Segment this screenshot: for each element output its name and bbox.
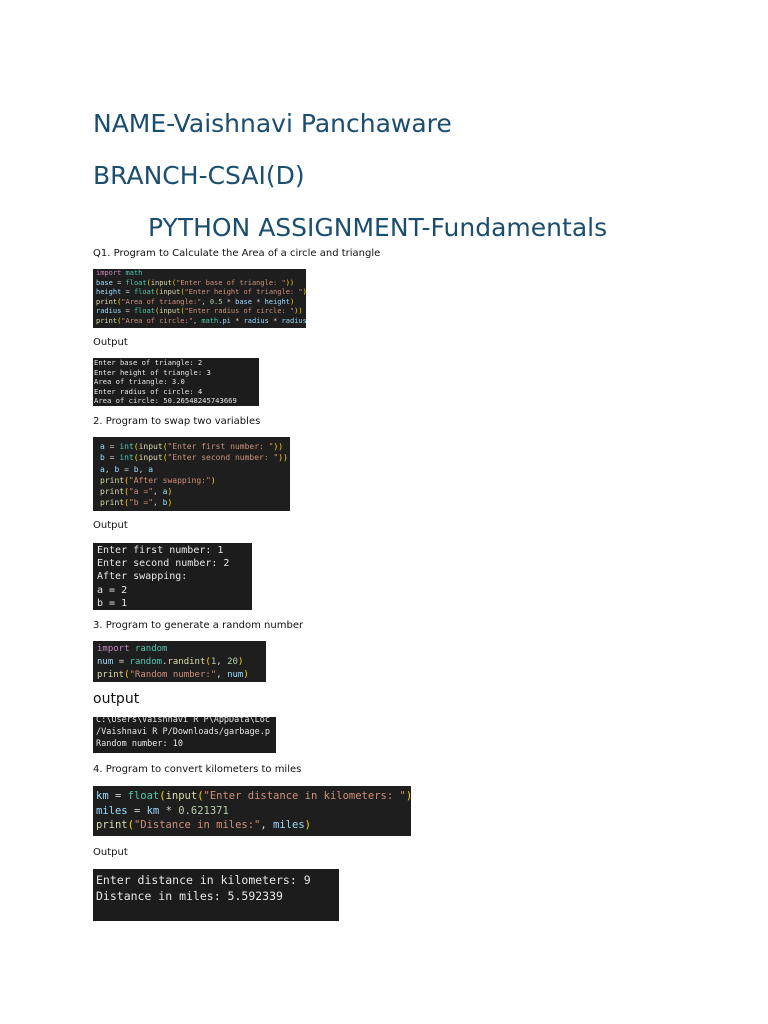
terminal-line: Enter base of triangle: 2 xyxy=(94,358,203,367)
q3-output-label: output xyxy=(93,691,140,707)
terminal-line: Enter second number: 2 xyxy=(97,558,230,570)
terminal-line: Area of triangle: 3.0 xyxy=(94,377,185,387)
q2-heading: 2. Program to swap two variables xyxy=(93,416,261,427)
q3-code-block: import random num = random.randint(1, 20… xyxy=(93,641,266,682)
terminal-line: Enter radius of circle: 4 xyxy=(94,386,203,396)
terminal-line: a = 2 xyxy=(97,584,128,596)
terminal-line: Random number: 10 xyxy=(96,739,183,749)
terminal-line: Enter height of triangle: 3 xyxy=(94,367,211,377)
q1-output-terminal: Enter base of triangle: 2 Enter height o… xyxy=(93,358,259,406)
q4-heading: 4. Program to convert kilometers to mile… xyxy=(93,764,302,775)
q2-code-block: a = int(input("Enter first number: ")) b… xyxy=(93,437,290,511)
terminal-line: Distance in miles: 5.592339 xyxy=(96,888,283,903)
terminal-line: b = 1 xyxy=(97,597,128,609)
branch-heading: BRANCH-CSAI(D) xyxy=(93,161,305,190)
author-name: NAME-Vaishnavi Panchaware xyxy=(93,109,452,138)
q4-output-label: Output xyxy=(93,847,128,858)
terminal-line: Area of circle: 50.26548245743669 xyxy=(94,396,237,406)
terminal-line: C:\Users\Vaishnavi R P\AppData\Loc xyxy=(96,717,270,725)
terminal-line: /Vaishnavi R P/Downloads/garbage.p xyxy=(96,727,270,737)
q2-output-terminal: Enter first number: 1 Enter second numbe… xyxy=(93,543,252,610)
assignment-title: PYTHON ASSIGNMENT-Fundamentals xyxy=(148,213,608,242)
q3-output-terminal: C:\Users\Vaishnavi R P\AppData\Loc /Vais… xyxy=(93,717,276,753)
terminal-line: After swapping: xyxy=(97,571,188,583)
q3-heading: 3. Program to generate a random number xyxy=(93,620,304,631)
q4-code-block: km = float(input("Enter distance in kilo… xyxy=(93,786,411,836)
q1-code-block: import math base = float(input("Enter ba… xyxy=(93,269,306,328)
q2-output-label: Output xyxy=(93,520,128,531)
terminal-line: Enter distance in kilometers: 9 xyxy=(96,873,311,887)
q4-output-terminal: Enter distance in kilometers: 9 Distance… xyxy=(93,869,339,921)
q1-heading: Q1. Program to Calculate the Area of a c… xyxy=(93,248,381,259)
q1-output-label: Output xyxy=(93,337,128,348)
terminal-line: Enter first number: 1 xyxy=(97,545,224,556)
